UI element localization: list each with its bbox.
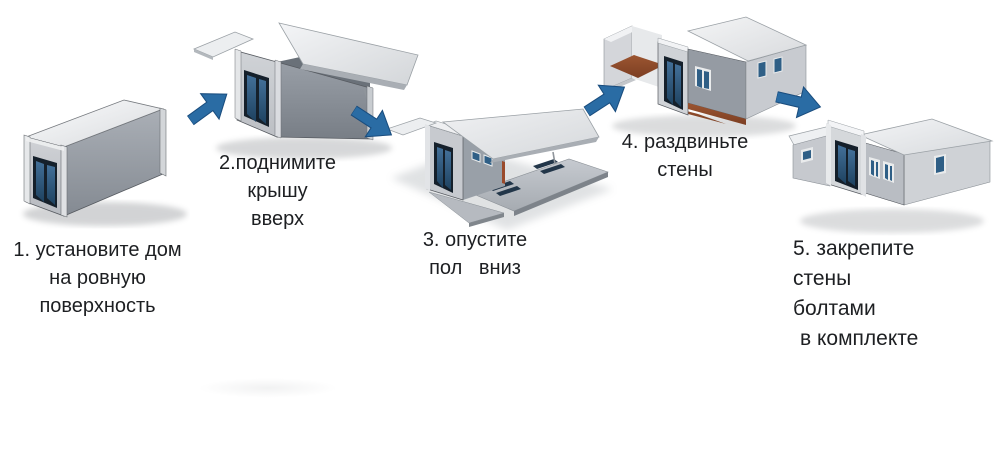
step-4-label-line: 4. раздвиньте [621,131,749,153]
step-2-label: 2.поднимите крышу вверх [205,149,350,233]
roof-panel-underside [300,64,407,90]
door-glass [47,165,55,205]
right-wing-roof [858,118,994,156]
stage-1-illustration [23,99,187,226]
house-stage-5-assembled [786,94,998,236]
door-glass [437,147,443,188]
step-1-label: 1. установите дом на ровную поверхность [10,236,185,320]
floor-vent [533,159,558,169]
corner-post [826,123,831,186]
ground-shadow [216,137,392,159]
door-glass [36,161,44,202]
door-glass [848,149,855,186]
window [704,71,709,89]
roof-panel-left [385,117,438,136]
step-4-label-line: стены [657,159,713,181]
corner-post [861,134,866,197]
wall-edge-red [502,161,505,184]
door-glass [667,61,673,105]
window [773,56,783,74]
step-3-label: 3. опустите пол вниз [405,226,545,282]
house-stage-3-floor-lowered [385,92,617,234]
step-5-label-line: в комплекте [800,327,919,350]
left-module-roof-rim [604,26,639,42]
step-2-label-line: 2.поднимите [218,152,337,174]
window [697,69,702,88]
stage-5-illustration [788,118,994,233]
step-4-label: 4. раздвиньте стены [620,128,750,184]
stage-2-illustration [192,22,419,159]
interior-floor [610,55,664,78]
flow-arrow-4-icon [772,78,825,125]
corner-post [234,48,242,122]
right-module-roof [686,16,808,62]
door-glass [445,150,451,190]
corner-post [23,134,31,205]
door-glass [259,79,266,124]
step-5-label-line: болтами [793,297,876,320]
step-3-label-line: пол вниз [429,257,521,279]
step-5-label-line: 5. закрепите стены [793,237,921,290]
floor-panel-edge [469,213,504,227]
flow-arrow-3-icon [576,71,635,128]
corner-post [159,107,167,177]
step-1-label-line: 1. установите дом [13,239,182,261]
corner-post [425,124,430,191]
roof-strut [552,151,556,165]
floor-panel-edge [514,172,608,216]
roof-panel-underside [194,49,213,60]
roof-panel-underside [490,137,599,163]
floor-brown-strip [688,103,746,125]
floor-vent [540,164,565,174]
roof-edge-trim [26,137,64,151]
house-stage-4-walls-extended [598,2,810,140]
corner-post [60,144,68,218]
door-glass [247,75,256,122]
window [890,166,892,181]
window [876,162,878,177]
step-2-label-line: вверх [250,208,305,230]
window [885,164,888,180]
floor-vent [496,186,521,196]
left-wing-front-wall [792,134,831,187]
house-stage-1-closed-container [10,85,190,235]
step-5-label: 5. закрепите стены болтами в комплекте [793,234,968,354]
window [757,60,767,79]
ground-smudge [198,378,338,398]
door-glass [675,64,681,107]
step-1-label-line: поверхность [39,295,156,317]
door-glass [838,145,846,184]
window [871,160,874,176]
stage-4-illustration [603,16,808,137]
step-3-label-line: 3. опустите [422,229,528,251]
stage-3-illustration [385,108,613,230]
ground-shadow [612,115,796,137]
flow-arrow-2-icon [343,95,402,152]
roof-panel-left [192,31,255,58]
corner-post [274,59,282,139]
window [483,154,493,167]
flow-arrow-1-icon [179,78,239,136]
house-stage-2-roof-raised [192,8,424,166]
step-1-label-line: на ровную [49,267,146,289]
ground-shadow [800,209,984,233]
window [803,150,811,160]
window [936,156,944,173]
window [471,150,481,163]
step-2-label-line: крышу [247,180,308,202]
